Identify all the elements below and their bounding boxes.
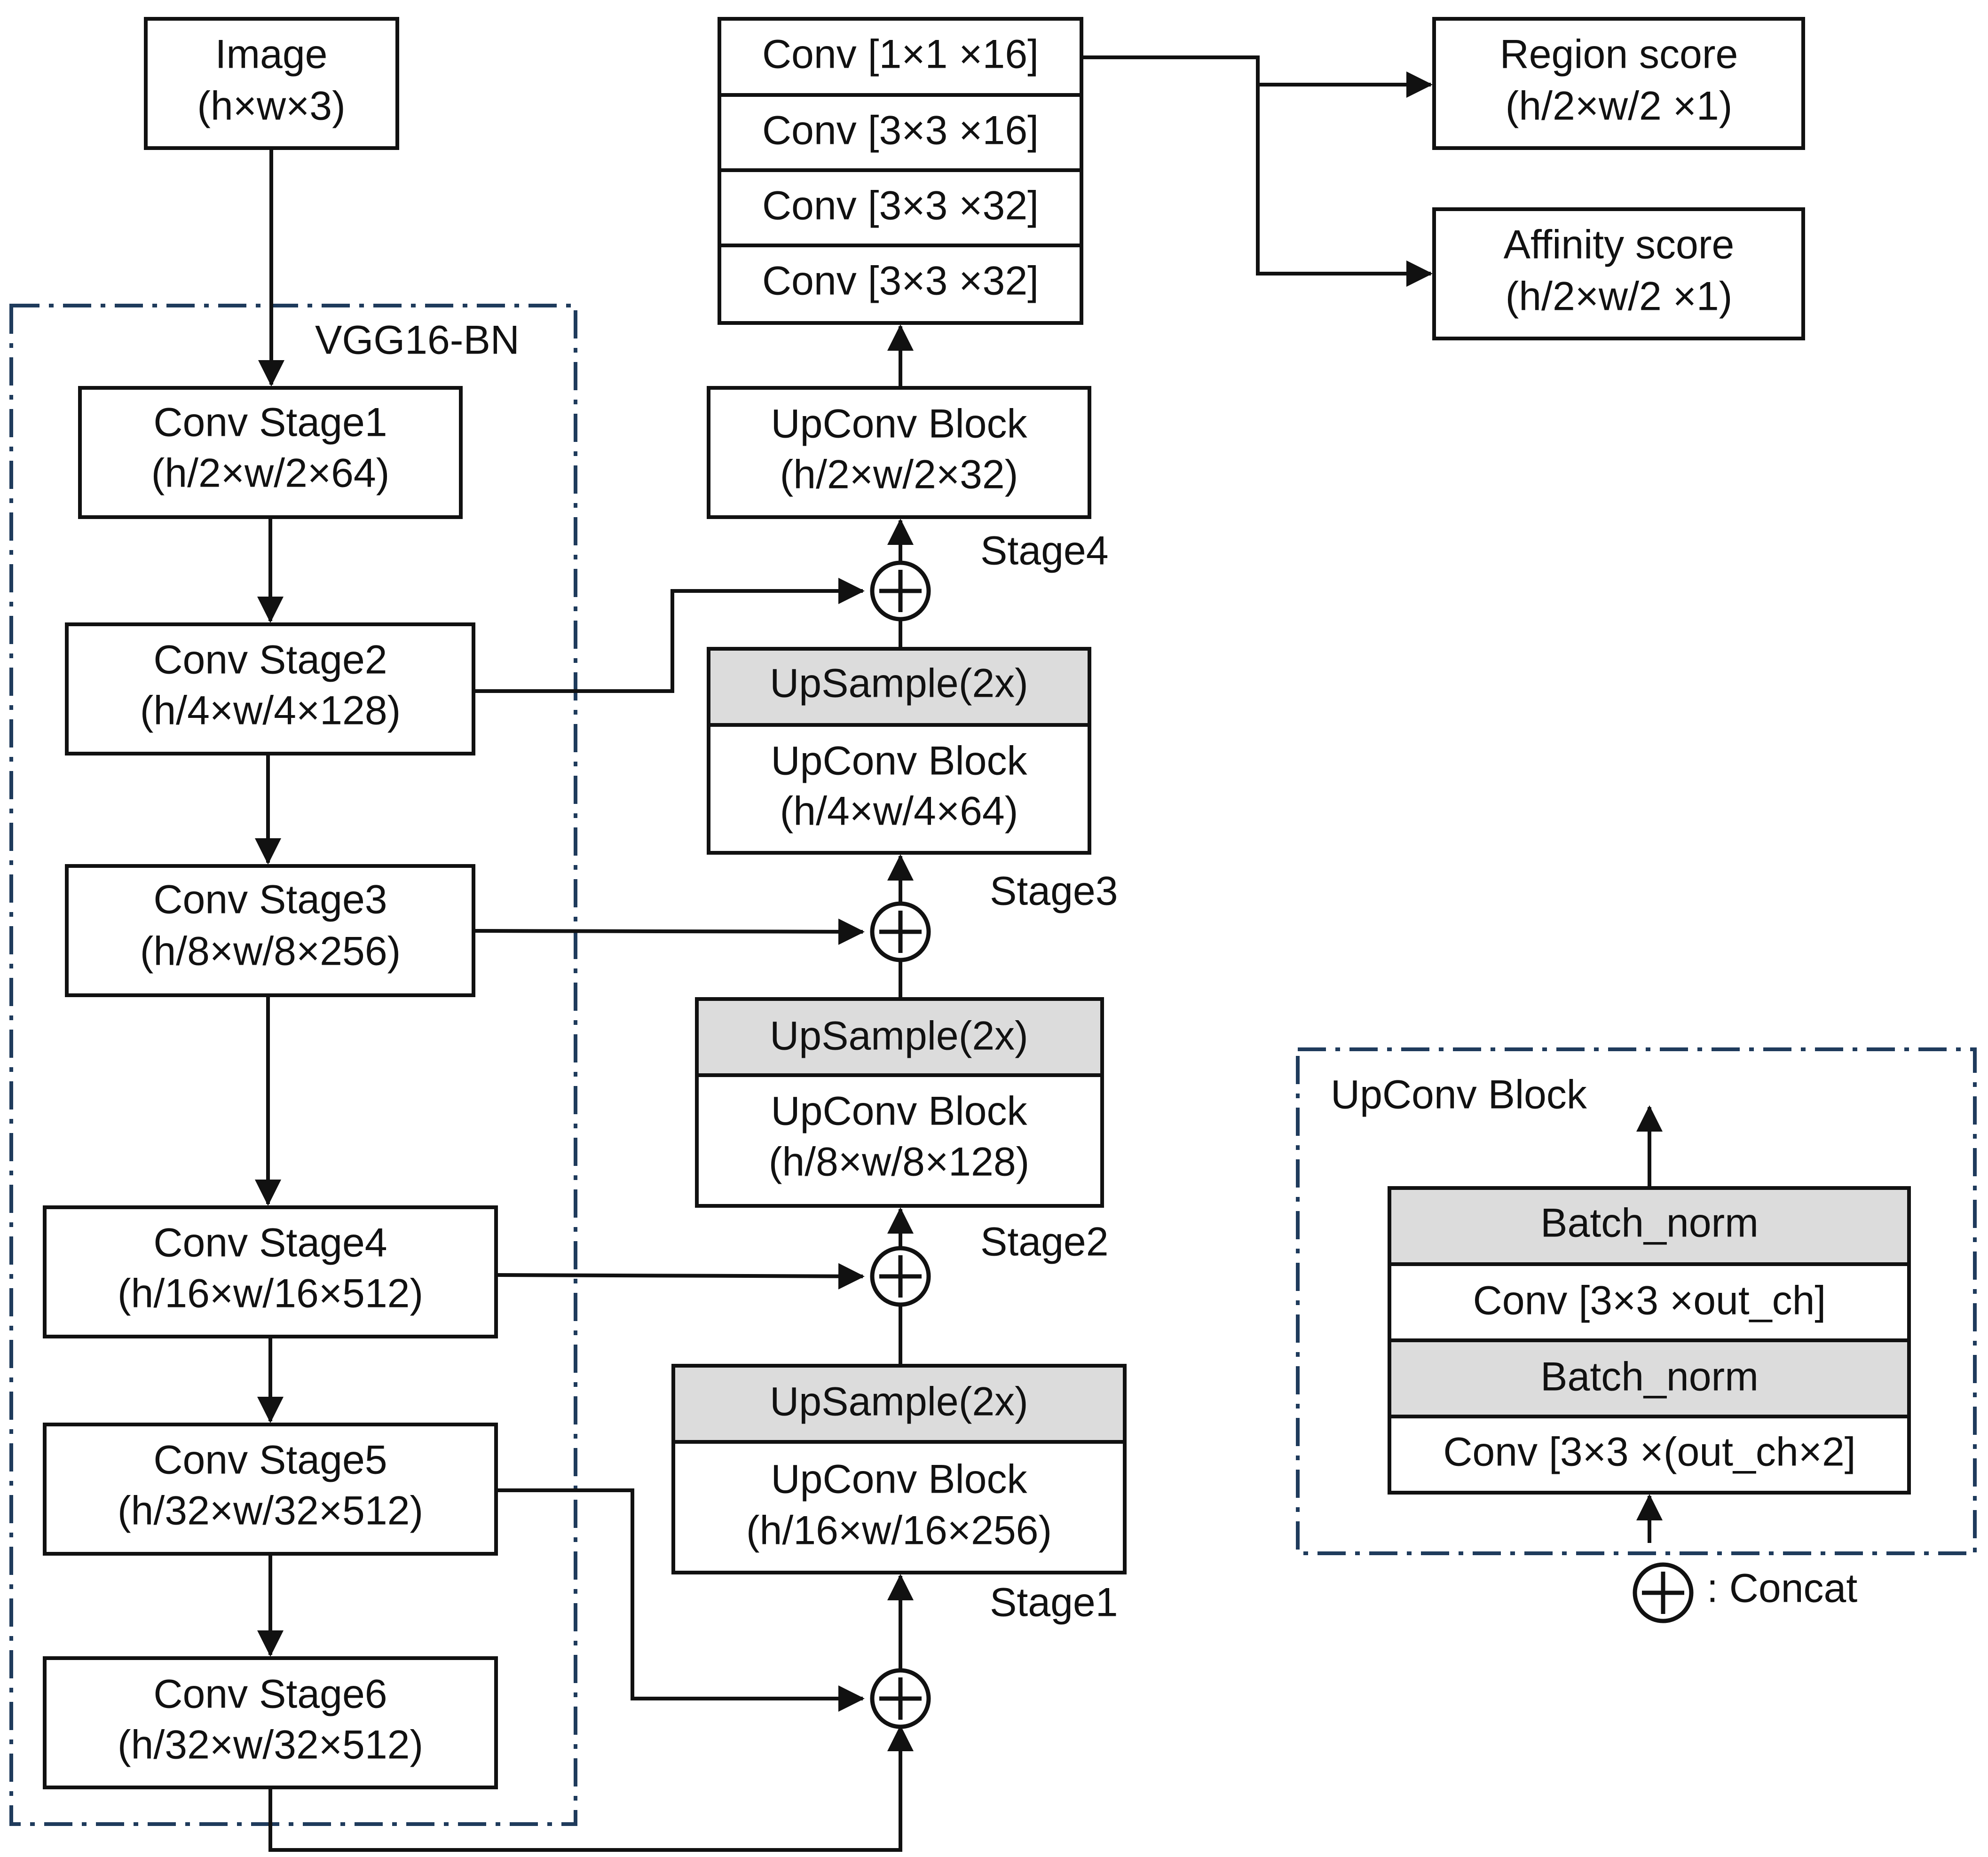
upconv-stage4-title: UpConv Block (771, 401, 1028, 447)
concat4-node (870, 560, 931, 622)
conv-stage3-box (65, 864, 475, 997)
head-conv3-box (718, 168, 1083, 247)
arrow-stage5-to-concat1 (496, 1488, 865, 1712)
upsample-stage3 (707, 647, 1091, 727)
upsample-stage1 (671, 1364, 1127, 1444)
upsample-stage1-label: UpSample(2x) (770, 1379, 1028, 1424)
arrow-stage6-to-concat1 (268, 1725, 914, 1852)
upconv-stage1-title: UpConv Block (771, 1457, 1028, 1502)
upconv-stage3-box (707, 723, 1091, 855)
image-input-dims: (h×w×3) (197, 84, 346, 129)
concat2-node (870, 1246, 931, 1307)
legend-conv-outch-label: Conv [3×3 ×out_ch] (1473, 1278, 1826, 1323)
conv-stage1-dims: (h/2×w/2×64) (151, 451, 390, 496)
conv-stage1-title: Conv Stage1 (153, 400, 387, 445)
upconv-stage2-box (695, 1073, 1104, 1208)
legend-batchnorm-top (1388, 1186, 1911, 1266)
conv-stage5-dims: (h/32×w/32×512) (118, 1488, 423, 1534)
conv-stage2-title: Conv Stage2 (153, 637, 387, 683)
image-input-title: Image (215, 32, 327, 77)
affinity-score-box (1432, 207, 1805, 340)
legend-conv-outch (1388, 1262, 1911, 1342)
concat3-node (870, 901, 931, 962)
upconv-stage1-dims: (h/16×w/16×256) (746, 1508, 1052, 1553)
vgg16-bn-title: VGG16-BN (315, 318, 520, 363)
upconv-stage2-title: UpConv Block (771, 1089, 1028, 1134)
head-conv1-label: Conv [1×1 ×16] (762, 32, 1039, 77)
upconv-legend-title: UpConv Block (1331, 1072, 1587, 1117)
conv-stage5-box (43, 1423, 498, 1556)
conv-stage2-dims: (h/4×w/4×128) (140, 688, 401, 733)
stage2-label: Stage2 (980, 1220, 1109, 1265)
upconv-legend-boundary (1296, 1047, 1977, 1555)
head-conv2-label: Conv [3×3 ×16] (762, 108, 1039, 153)
arrow-head-to-region (1081, 55, 1433, 98)
legend-batchnorm-bottom-label: Batch_norm (1540, 1354, 1759, 1400)
image-input-box (144, 17, 399, 150)
conv-stage2-box (65, 622, 475, 755)
upsample-stage2 (695, 997, 1104, 1077)
upsample-stage3-label: UpSample(2x) (770, 661, 1028, 706)
vgg16-bn-boundary (9, 304, 577, 1826)
upconv-stage1-box (671, 1440, 1127, 1574)
conv-stage4-dims: (h/16×w/16×512) (118, 1271, 423, 1316)
region-score-dims: (h/2×w/2 ×1) (1506, 84, 1733, 129)
concat-legend-label: : Concat (1707, 1566, 1857, 1611)
upconv-stage4-dims: (h/2×w/2×32) (780, 452, 1018, 497)
conv-stage5-title: Conv Stage5 (153, 1438, 387, 1483)
upsample-stage2-label: UpSample(2x) (770, 1014, 1028, 1059)
stage3-label: Stage3 (990, 869, 1118, 914)
legend-batchnorm-top-label: Batch_norm (1540, 1201, 1759, 1246)
upconv-stage3-title: UpConv Block (771, 739, 1028, 784)
head-conv4-label: Conv [3×3 ×32] (762, 259, 1039, 304)
stage1-label: Stage1 (990, 1580, 1118, 1625)
conv-stage6-dims: (h/32×w/32×512) (118, 1723, 423, 1768)
arrow-head-to-affinity (1256, 85, 1433, 287)
arrow-stage3-to-concat3 (473, 918, 865, 945)
concat-legend-icon (1633, 1562, 1694, 1623)
arrow-stage4-to-concat2 (496, 1263, 865, 1290)
conv-stage6-title: Conv Stage6 (153, 1672, 387, 1717)
head-conv4-box (718, 244, 1083, 325)
conv-stage3-dims: (h/8×w/8×256) (140, 929, 401, 974)
legend-conv-outch2 (1388, 1415, 1911, 1495)
conv-stage4-title: Conv Stage4 (153, 1220, 387, 1266)
stage4-label: Stage4 (980, 528, 1109, 574)
head-conv2-box (718, 93, 1083, 172)
affinity-score-dims: (h/2×w/2 ×1) (1506, 274, 1733, 319)
region-score-title: Region score (1500, 32, 1738, 77)
arrow-stage2-to-concat4 (473, 578, 865, 693)
conv-stage1-box (78, 386, 463, 519)
upconv-stage3-dims: (h/4×w/4×64) (780, 789, 1018, 834)
region-score-box (1432, 17, 1805, 150)
concat1-node (870, 1668, 931, 1729)
conv-stage3-title: Conv Stage3 (153, 877, 387, 922)
legend-conv-outch2-label: Conv [3×3 ×(out_ch×2] (1443, 1430, 1855, 1475)
affinity-score-title: Affinity score (1504, 222, 1735, 268)
upconv-stage2-dims: (h/8×w/8×128) (769, 1140, 1030, 1185)
head-conv3-label: Conv [3×3 ×32] (762, 183, 1039, 228)
